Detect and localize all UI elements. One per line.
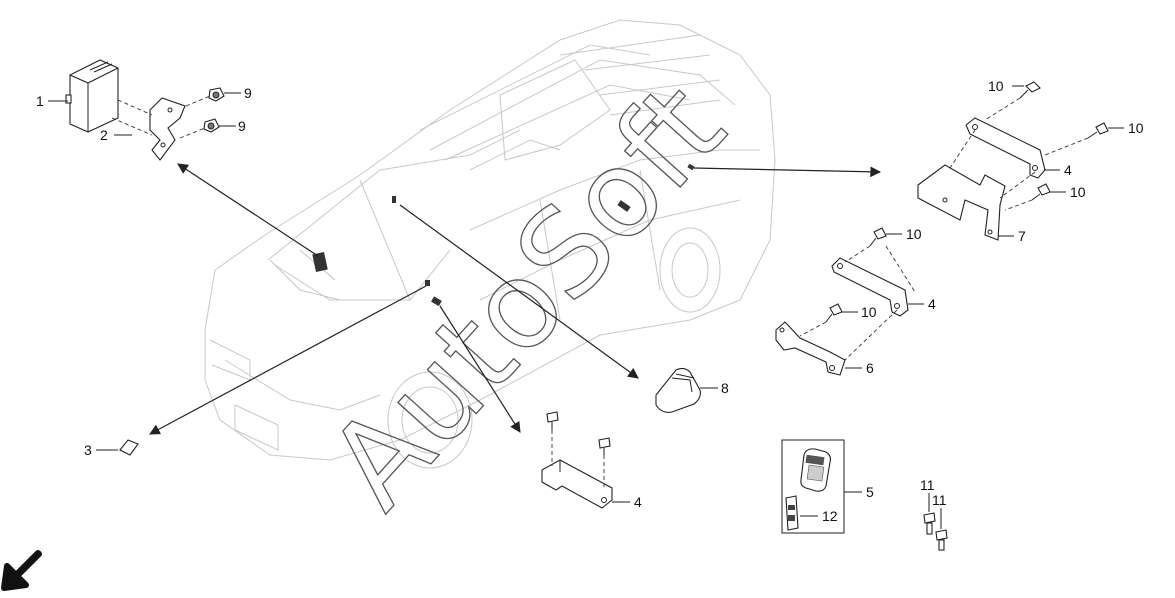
vehicle-component-markers — [312, 163, 695, 307]
leader-arrows — [149, 163, 882, 435]
callout-10d: 10 — [906, 226, 922, 242]
watermark-text: AutoSoft — [303, 58, 751, 534]
part-2-bracket — [149, 97, 186, 161]
part-11-bolt-b — [935, 529, 948, 551]
bolt-top-10b — [1087, 122, 1109, 139]
part-1-control-module — [65, 59, 119, 133]
callout-7: 7 — [1018, 228, 1026, 244]
callout-4-bottom: 4 — [634, 494, 642, 510]
part-4-bracket-top — [965, 117, 1046, 179]
bolt-top-10c — [1031, 183, 1051, 201]
callout-10c: 10 — [1070, 184, 1086, 200]
arrow-down-left-icon — [1, 550, 42, 591]
bolt-mid-10e — [825, 303, 843, 323]
callout-1: 1 — [36, 93, 44, 109]
callout-11a: 11 — [920, 477, 935, 493]
callout-8: 8 — [721, 380, 729, 396]
part-6-bracket — [775, 321, 846, 376]
part-9-nut-b — [203, 118, 220, 133]
callout-10a: 10 — [988, 78, 1004, 94]
part-4-bracket-bottom — [541, 459, 613, 509]
callout-9b: 9 — [238, 118, 246, 134]
vehicle-outline — [204, 19, 776, 469]
callout-4-top: 4 — [1064, 162, 1072, 178]
callout-10b: 10 — [1128, 120, 1144, 136]
bolt-top-10a — [1019, 81, 1041, 99]
part-3-pad — [119, 439, 139, 456]
callout-12: 12 — [822, 508, 838, 524]
part-11-bolt-a — [923, 512, 936, 535]
part-8-key-fob — [655, 367, 701, 413]
callout-11b: 11 — [932, 492, 947, 508]
callout-6: 6 — [866, 360, 874, 376]
callout-9a: 9 — [244, 85, 252, 101]
bolt-bottom-a — [546, 411, 559, 430]
part-5-key-set-box — [781, 439, 845, 534]
part-4-bracket-middle — [831, 257, 909, 317]
bolt-mid-10d — [869, 227, 887, 247]
callout-4-middle: 4 — [928, 296, 936, 312]
callout-3: 3 — [84, 442, 92, 458]
bolt-bottom-b — [598, 437, 611, 455]
callout-2: 2 — [100, 127, 108, 143]
callout-10e: 10 — [861, 304, 877, 320]
part-7-bracket — [917, 164, 1006, 241]
callout-5: 5 — [866, 484, 874, 500]
part-9-nut-a — [208, 87, 225, 102]
